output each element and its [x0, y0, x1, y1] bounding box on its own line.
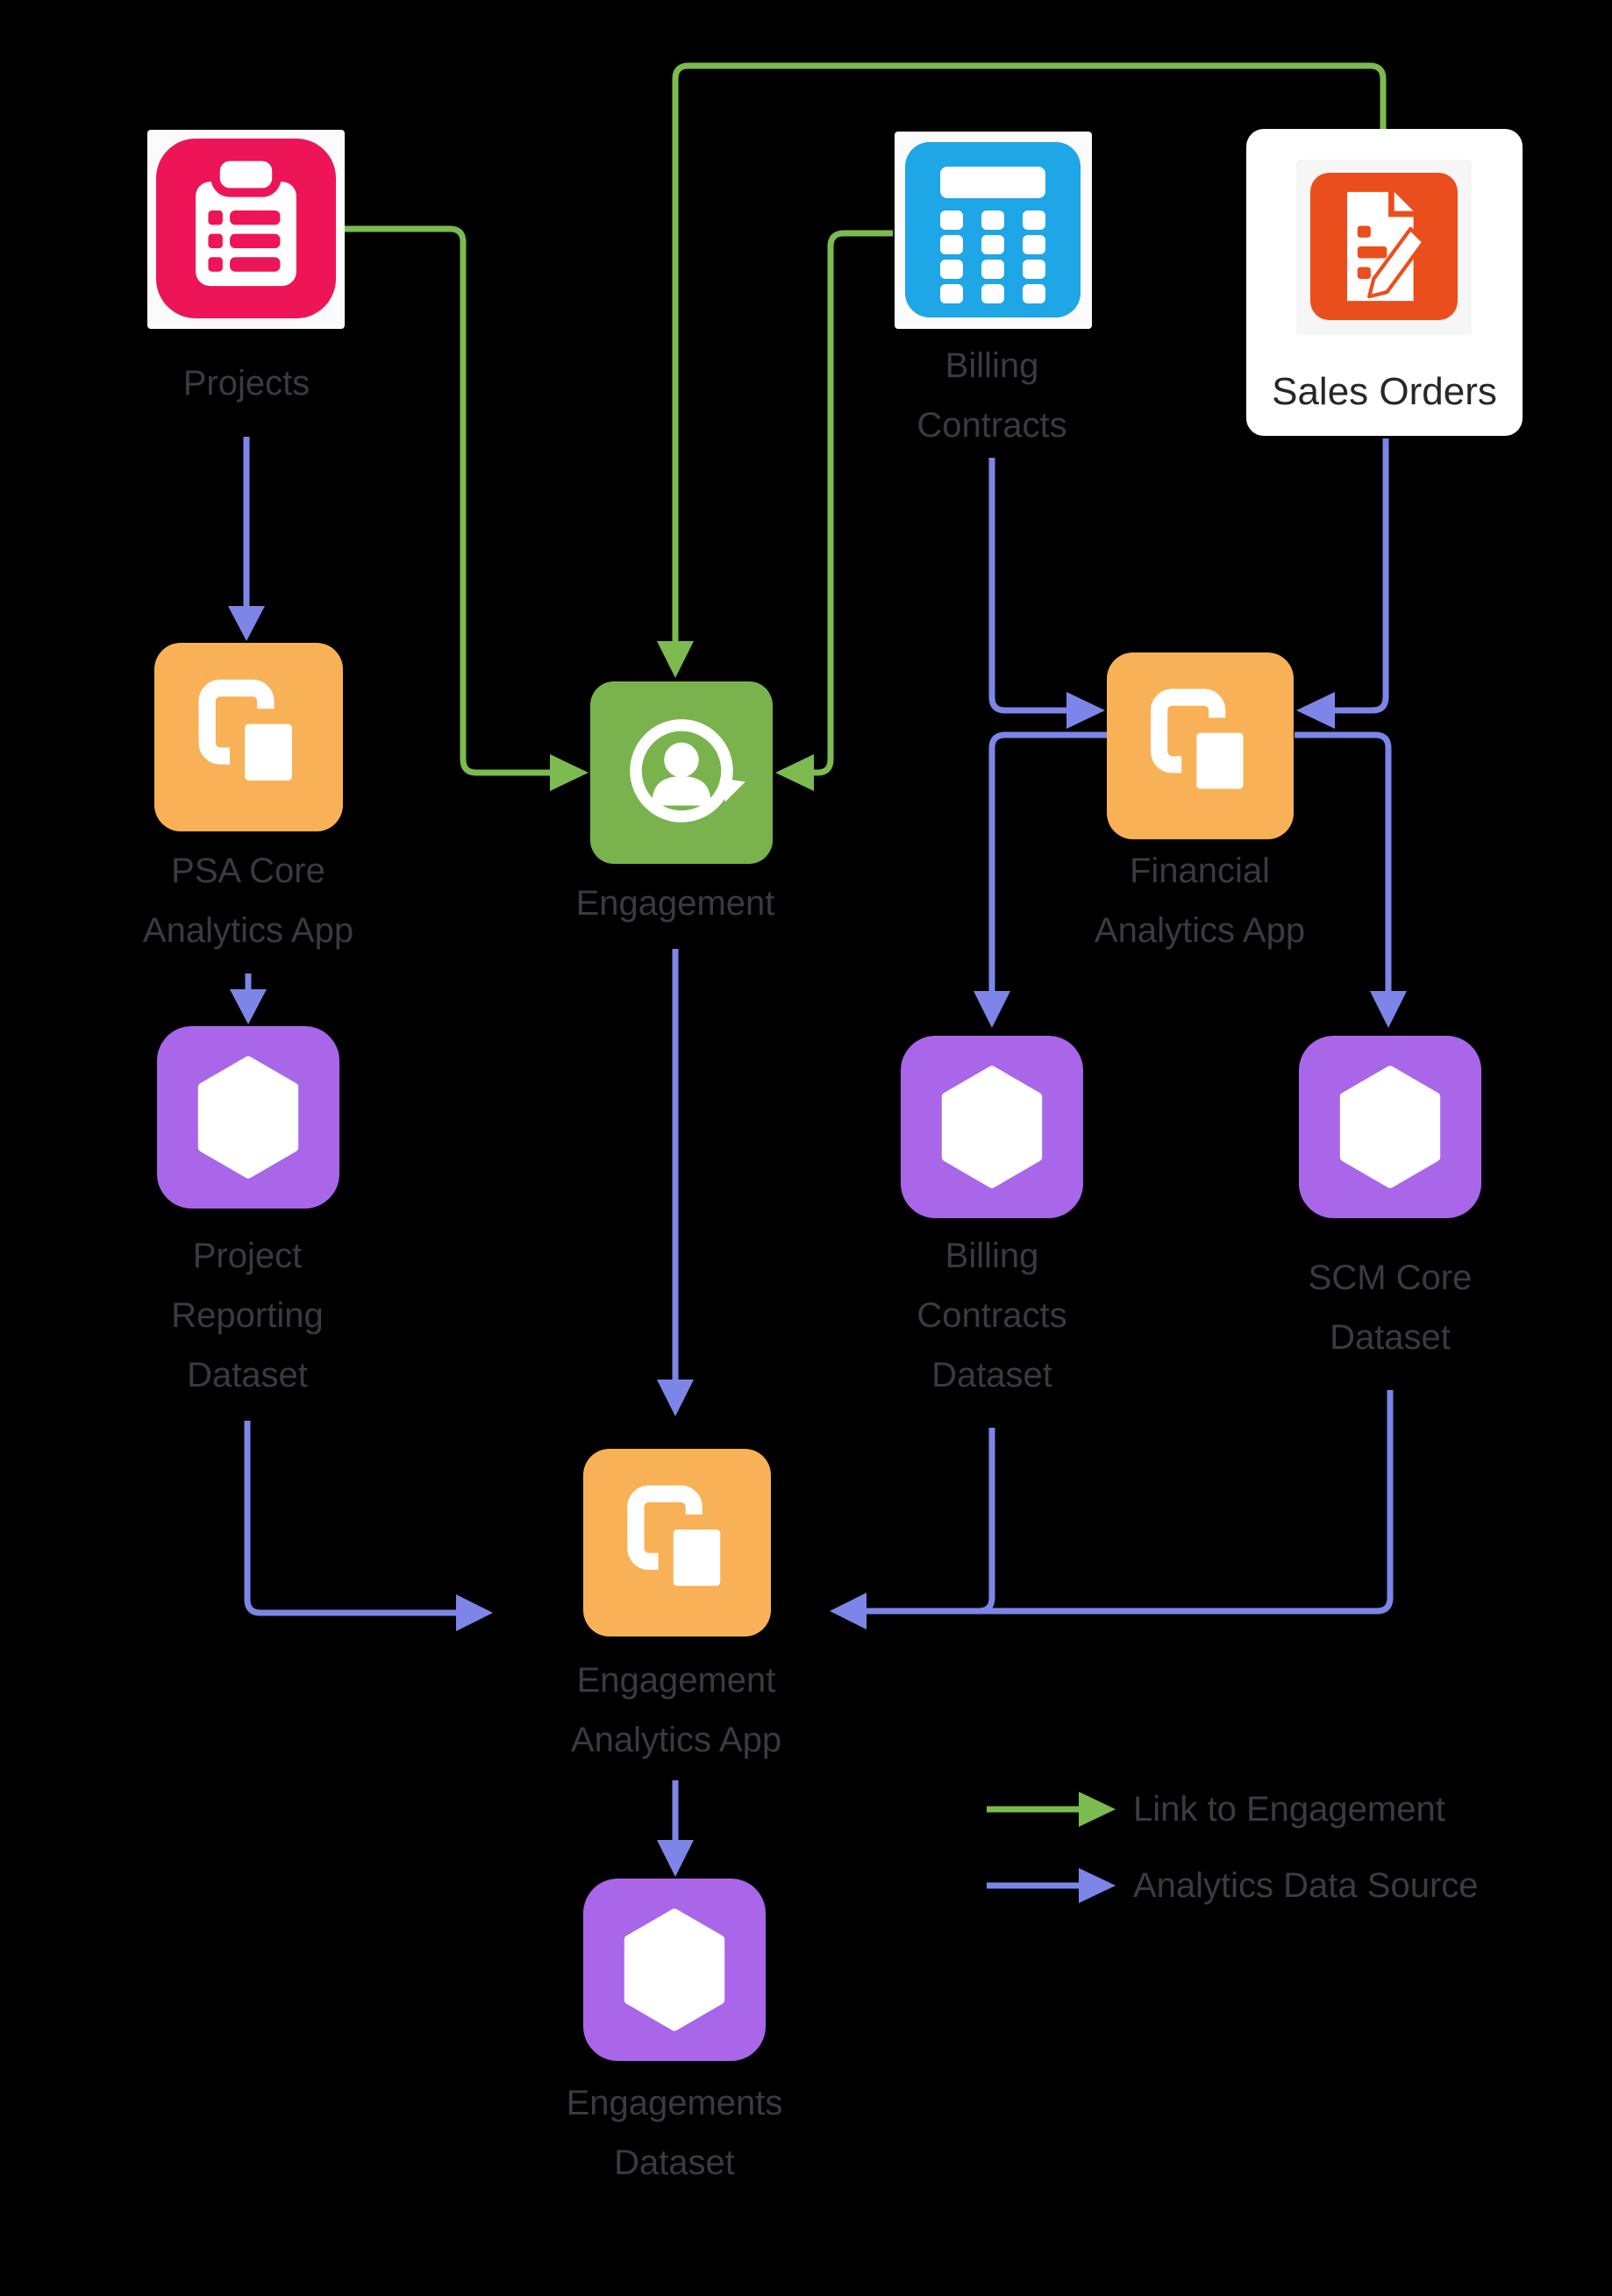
node-label-line: Contracts [917, 1296, 1067, 1335]
person-sync-icon [590, 681, 773, 864]
node-label-psa-core-analytics-app: PSA Core Analytics App [73, 841, 424, 960]
arrowhead-icon [1079, 1792, 1116, 1827]
node-label-line: Financial [1129, 852, 1271, 890]
arrowhead-icon [775, 754, 814, 791]
arrowhead-icon [550, 754, 588, 791]
legend-item-analytics-data-source: Analytics Data Source [1133, 1865, 1479, 1907]
arrowhead-icon [1066, 692, 1105, 729]
analytics-app-icon [583, 1449, 771, 1636]
analytics-app-icon [154, 643, 343, 831]
node-label-line: Reporting [171, 1296, 324, 1335]
edge-billing-contracts-to-financial-app [988, 458, 1066, 714]
node-label-line: Dataset [931, 1356, 1052, 1394]
arrowhead-icon [1296, 692, 1335, 729]
arrowhead-icon [228, 606, 265, 641]
legend-label: Link to Engagement [1133, 1790, 1445, 1829]
dataset-hexagon-icon [583, 1879, 766, 2061]
edge-billing-contracts-to-engagement [814, 230, 893, 776]
arrowhead-icon [830, 1593, 867, 1629]
node-label-line: Sales Orders [1272, 370, 1497, 413]
dataset-hexagon-icon [157, 1026, 339, 1209]
node-label-sales-orders: Sales Orders [1246, 362, 1523, 422]
document-pencil-icon [1310, 173, 1458, 320]
arrowhead-icon [974, 991, 1010, 1028]
node-label-line: Analytics App [1094, 911, 1306, 950]
clipboard-list-icon [156, 139, 336, 318]
node-label-line: Analytics App [142, 911, 354, 950]
node-label-engagement-analytics-app: Engagement Analytics App [501, 1651, 852, 1770]
node-label-financial-analytics-app: Financial Analytics App [1024, 841, 1375, 960]
analytics-app-icon [1107, 652, 1294, 839]
edge-financial-app-to-billing-contracts-dataset [988, 731, 1107, 991]
arrowhead-icon [230, 989, 267, 1024]
node-label-project-reporting-dataset: Project Reporting Dataset [72, 1226, 423, 1405]
arrowhead-icon [456, 1594, 493, 1631]
node-label-line: Engagement [576, 1661, 776, 1700]
edge-sales-orders-to-financial-app [1335, 439, 1389, 714]
node-label-line: Dataset [1330, 1318, 1451, 1357]
node-label-line: Contracts [917, 406, 1067, 445]
green-edges [345, 62, 1387, 776]
node-label-line: Engagement [575, 884, 775, 923]
edge-scm-core-dataset-to-engagement-analytics-app [867, 1390, 1394, 1615]
node-label-engagement: Engagement [500, 873, 851, 933]
dataset-hexagon-icon [901, 1036, 1083, 1218]
node-label-scm-core-dataset: SCM Core Dataset [1215, 1248, 1566, 1367]
purple-arrowheads [228, 606, 1407, 1877]
arrowhead-icon [1370, 991, 1407, 1028]
node-label-line: Projects [182, 364, 310, 403]
node-label-line: PSA Core [171, 852, 325, 890]
node-label-line: Engagements [566, 2084, 783, 2122]
edge-billing-contracts-dataset-to-engagement-analytics-app [912, 1428, 995, 1615]
node-label-line: Billing [945, 1237, 1039, 1275]
legend-arrows [987, 1792, 1116, 1903]
legend-label: Analytics Data Source [1133, 1866, 1479, 1905]
legend-item-link-to-engagement: Link to Engagement [1133, 1788, 1445, 1830]
node-label-billing-contracts-dataset: Billing Contracts Dataset [817, 1226, 1167, 1405]
node-label-engagements-dataset: Engagements Dataset [499, 2073, 850, 2193]
node-label-line: Project [192, 1237, 303, 1275]
arrowhead-icon [657, 1380, 694, 1416]
edge-projects-to-engagement [345, 225, 550, 776]
arrowhead-icon [1079, 1868, 1116, 1903]
arrowhead-icon [657, 1840, 694, 1877]
edge-financial-app-to-scm-core-dataset [1295, 731, 1392, 991]
calculator-icon [905, 142, 1081, 317]
edge-sales-orders-to-engagement [672, 62, 1387, 641]
node-label-line: Dataset [187, 1356, 308, 1394]
node-label-projects: Projects [71, 353, 422, 413]
arrowhead-icon [657, 641, 694, 678]
node-label-billing-contracts: Billing Contracts [817, 336, 1167, 455]
node-label-line: SCM Core [1308, 1259, 1473, 1297]
dataset-hexagon-icon [1299, 1036, 1481, 1218]
green-arrowheads [550, 641, 814, 791]
node-label-line: Dataset [614, 2143, 735, 2182]
node-label-line: Billing [945, 346, 1039, 385]
edge-project-reporting-dataset-to-engagement-analytics-app [244, 1421, 456, 1616]
node-label-line: Analytics App [570, 1721, 782, 1759]
purple-edges [243, 437, 1394, 1840]
